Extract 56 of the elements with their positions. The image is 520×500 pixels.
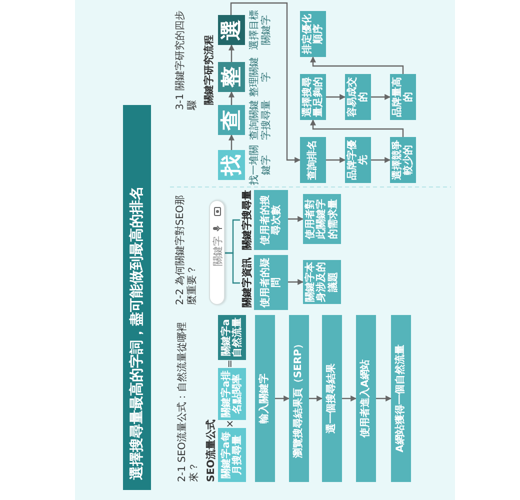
title-banner: 選擇搜尋量最高的字詞，盡可能做到最高的排名 <box>123 105 151 490</box>
arrow <box>309 396 323 402</box>
process-box: 關鍵字本身涉及的議題 <box>303 260 341 304</box>
process-box: 瀏覽搜尋結果頁（SERP） <box>289 315 309 482</box>
connector-line <box>225 219 240 254</box>
process-box: 輸入關鍵字 <box>255 315 275 482</box>
step-square: 整 <box>218 62 245 92</box>
arrow <box>228 91 234 105</box>
search-query: 關鍵字 <box>212 236 225 266</box>
step-square: 找 <box>218 150 245 180</box>
step-square: 查 <box>218 105 245 135</box>
step-caption: 整理關鍵字 <box>249 56 273 99</box>
process-box: 關鍵字a自然流量 <box>218 315 246 360</box>
arrow <box>310 119 404 137</box>
equals-sign: = <box>225 360 237 368</box>
section-heading: 3-1 關鍵字研究的四步驟 <box>175 10 199 110</box>
arrow <box>286 279 304 285</box>
multiply-sign: × <box>225 420 237 428</box>
process-box: 選一個搜尋結果 <box>322 315 342 482</box>
process-box: 查詢排名 <box>300 137 326 183</box>
process-box: 使用者對此關鍵字的需求量 <box>303 194 341 244</box>
process-box: 容易成交的 <box>345 74 371 120</box>
arrow <box>371 94 391 100</box>
process-box: 排定優化順序 <box>300 11 326 57</box>
process-box: 品牌量高的 <box>390 74 416 120</box>
step-caption: 找一堆關鍵字 <box>249 144 273 187</box>
step-square: 選 <box>218 15 245 45</box>
box-heading: 關鍵字資訊 <box>240 256 254 310</box>
arrow <box>371 157 391 163</box>
section-heading: 2-2 為何關鍵字對SEO那麼重要？ <box>175 194 199 305</box>
arrow <box>228 134 234 150</box>
process-box: 品牌字優先 <box>345 137 371 183</box>
process-box: 關鍵字a每月搜尋量 <box>218 428 246 482</box>
arrow <box>342 396 357 402</box>
flow-heading: 關鍵字研究流程 <box>204 34 216 105</box>
arrow <box>326 157 346 163</box>
search-bar <box>209 200 225 305</box>
box-heading: 關鍵字搜尋量 <box>240 190 254 250</box>
section-heading: 2-1 SEO流量公式：自然流量從哪裡來？ <box>177 320 201 482</box>
process-box: 使用者進入A網站 <box>356 315 376 482</box>
arrow <box>376 396 392 402</box>
process-box: 關鍵字a排名點閱率 <box>218 368 246 420</box>
arrow <box>228 44 234 62</box>
arrow <box>310 56 404 74</box>
process-box: 使用者的搜尋次數 <box>254 190 288 250</box>
arrow <box>230 2 301 163</box>
process-box: 使用者的疑問 <box>254 255 288 310</box>
arrow <box>286 216 304 222</box>
step-caption: 選擇目標關鍵字 <box>249 9 273 52</box>
process-box: 選擇搜尋量足夠的 <box>300 74 326 120</box>
formula-heading: SEO流量公式 <box>206 418 218 482</box>
arrow <box>326 94 346 100</box>
process-box: A網站獲得一個自然流量 <box>391 315 411 482</box>
arrow <box>275 396 290 402</box>
process-box: 選擇競爭較少的 <box>390 137 416 183</box>
step-caption: 查詢關鍵字搜尋量 <box>249 99 273 142</box>
